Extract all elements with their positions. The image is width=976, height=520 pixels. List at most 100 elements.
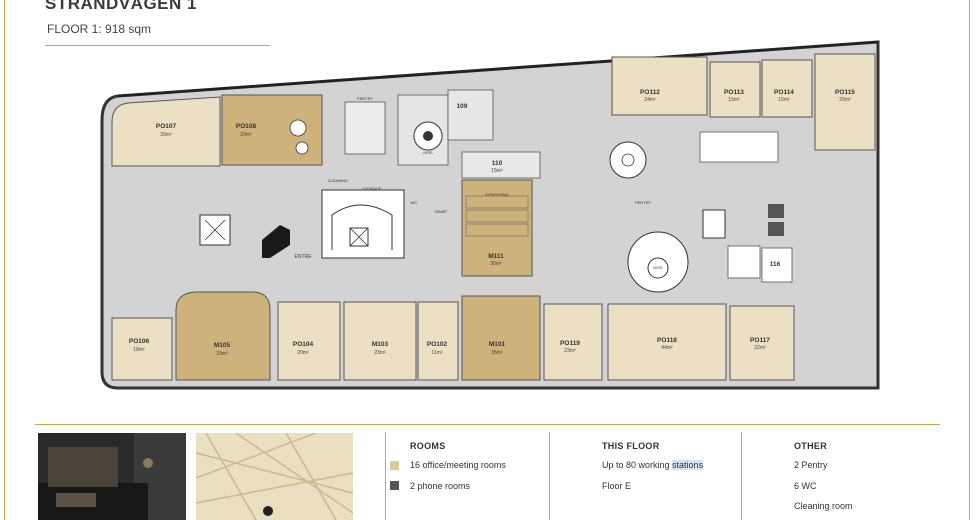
entrance-marker xyxy=(262,225,290,258)
rooms-item-phones: 2 phone rooms xyxy=(410,481,471,491)
room-m101 xyxy=(461,295,541,381)
location-pin-icon xyxy=(263,506,273,516)
label-po118: PO118 xyxy=(657,337,677,344)
room-po107 xyxy=(111,96,221,167)
label-po106: PO106 xyxy=(129,338,150,345)
label-po108: PO108 xyxy=(236,123,257,130)
label-po107: PO107 xyxy=(156,123,177,130)
room-pentry-top xyxy=(344,101,386,155)
label-110: 110 xyxy=(492,160,503,167)
area-m111: 30m² xyxy=(490,261,502,267)
label-po104: PO104 xyxy=(293,341,314,348)
wc-block-right xyxy=(699,131,779,163)
area-po113: 15m² xyxy=(728,97,740,103)
page-title: STRANDVÄGEN 1 xyxy=(45,0,197,13)
label-pentry-right: PENTRY xyxy=(635,200,651,205)
area-m105: 39m² xyxy=(216,351,228,357)
label-po117: PO117 xyxy=(750,337,770,344)
room-po113 xyxy=(709,61,761,118)
area-po118: 44m² xyxy=(661,345,673,351)
area-po117: 22m² xyxy=(754,345,766,351)
room-po104 xyxy=(277,301,341,381)
location-map xyxy=(196,433,353,520)
label-m111: M111 xyxy=(488,253,504,260)
column-separator-2 xyxy=(549,432,550,520)
wc-right-2 xyxy=(727,245,761,279)
label-m105: M105 xyxy=(214,342,231,349)
area-110: 15m² xyxy=(491,168,503,174)
area-po112: 24m² xyxy=(644,97,656,103)
area-po102: 11m² xyxy=(431,350,442,356)
label-storage: STORAGE xyxy=(362,186,382,191)
label-hiss-left: HISS xyxy=(423,150,433,155)
facade-wall xyxy=(117,40,879,98)
area-m103: 23m² xyxy=(374,350,386,356)
label-wc: WC xyxy=(411,200,418,205)
room-po102 xyxy=(417,301,459,381)
room-po114 xyxy=(761,59,813,118)
stations-text: Up to 80 working xyxy=(602,460,673,470)
label-po113: PO113 xyxy=(724,89,744,96)
room-po119 xyxy=(543,303,603,381)
label-hiss-right: HISS xyxy=(653,265,663,270)
this-floor-heading: THIS FLOOR xyxy=(602,441,660,451)
phone-room-1 xyxy=(768,204,784,218)
label-109: 109 xyxy=(457,103,468,110)
label-screening: SCREENING xyxy=(485,192,509,197)
rooms-item-offices: 16 office/meeting rooms xyxy=(410,460,506,470)
legend-divider xyxy=(35,424,940,425)
toilet-circle xyxy=(289,119,307,137)
elevator-lobby xyxy=(321,189,405,259)
room-po112 xyxy=(611,56,708,116)
area-po114: 15m² xyxy=(778,97,790,103)
label-m103: M103 xyxy=(372,341,389,348)
room-po115 xyxy=(814,53,876,151)
column-separator-1 xyxy=(385,432,386,520)
label-po119: PO119 xyxy=(560,340,580,347)
title-divider xyxy=(45,45,270,46)
room-po118 xyxy=(607,303,727,381)
label-entre: ENTRE xyxy=(295,254,313,260)
area-m101: 35m² xyxy=(491,350,503,356)
room-109 xyxy=(447,89,494,141)
floor-subtitle: FLOOR 1: 918 sqm xyxy=(47,22,152,36)
phone-room-2 xyxy=(768,222,784,236)
label-pentry-top: PENTRY xyxy=(357,96,373,101)
room-110 xyxy=(461,151,541,179)
office-swatch xyxy=(390,461,399,470)
area-po115: 29m² xyxy=(839,97,851,103)
room-m103 xyxy=(343,301,417,381)
phone-swatch xyxy=(390,481,399,490)
this-floor-stations: Up to 80 working stations xyxy=(602,460,704,470)
label-po102: PO102 xyxy=(427,341,448,348)
interior-photo xyxy=(38,433,186,520)
room-116 xyxy=(761,247,793,283)
label-ramp: RAMP xyxy=(435,209,447,214)
toilet-circle-2 xyxy=(295,141,309,155)
area-po119: 23m² xyxy=(564,348,576,354)
right-border-line xyxy=(969,0,970,520)
area-po108: 20m² xyxy=(240,132,252,138)
room-po117 xyxy=(729,305,795,381)
room-m105 xyxy=(175,291,271,381)
label-cleaning: CLEANING xyxy=(328,178,348,183)
label-po112: PO112 xyxy=(640,89,660,96)
this-floor-level: Floor E xyxy=(602,481,632,491)
column-separator-3 xyxy=(741,432,742,520)
other-item-cleaning: Cleaning room xyxy=(794,501,853,511)
area-po104: 20m² xyxy=(297,350,309,356)
label-m101: M101 xyxy=(489,341,506,348)
label-116: 116 xyxy=(770,261,781,268)
spiral-stair-left-core xyxy=(423,131,433,141)
area-po106: 18m² xyxy=(133,347,145,353)
stations-highlight: stations xyxy=(672,460,704,470)
other-item-pentry: 2 Pentry xyxy=(794,460,828,470)
other-heading: OTHER xyxy=(794,441,827,451)
label-po115: PO115 xyxy=(835,89,855,96)
other-item-wc: 6 WC xyxy=(794,481,817,491)
area-po107: 30m² xyxy=(160,132,172,138)
floor-plan: PO107 30m² PO108 20m² PO112 24m² PO113 1… xyxy=(100,40,880,390)
rooms-heading: ROOMS xyxy=(410,441,446,451)
room-po106 xyxy=(111,317,173,381)
shaft-right xyxy=(702,209,726,239)
